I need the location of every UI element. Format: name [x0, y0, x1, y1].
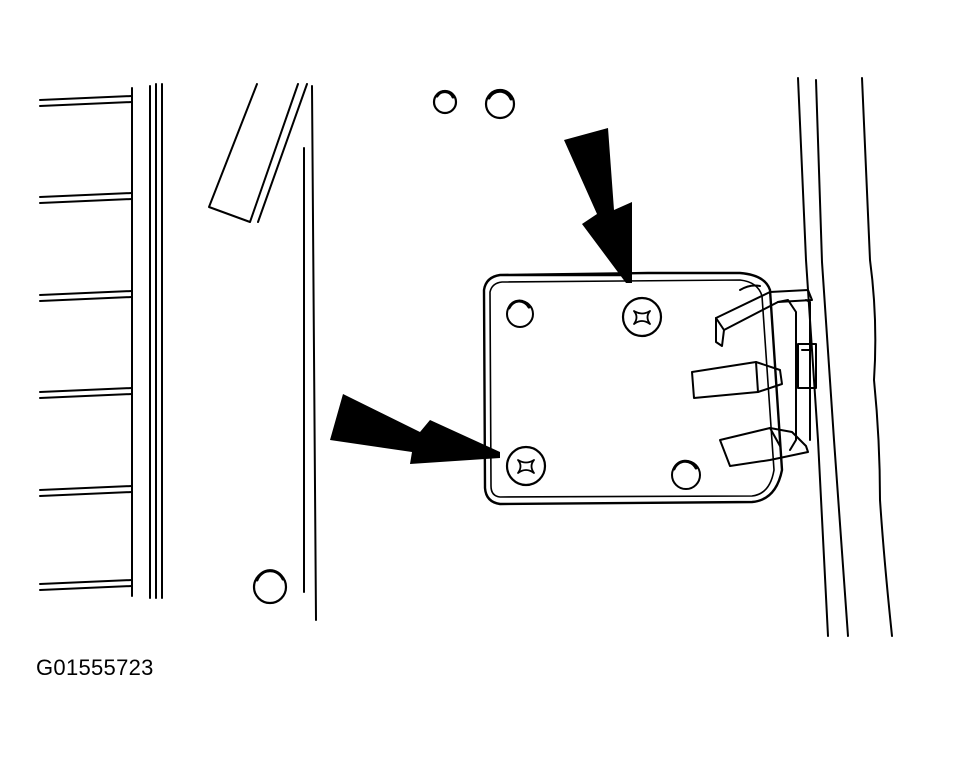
- panel-slats: [39, 95, 133, 591]
- lower-screw: [505, 445, 547, 487]
- upper-screw: [621, 296, 663, 338]
- left-frame-panel: [39, 83, 163, 599]
- latch-plate: [482, 271, 784, 506]
- mounting-holes: [252, 88, 516, 605]
- diagonal-strip: [208, 83, 308, 223]
- middle-panel-edges: [303, 85, 317, 621]
- right-frame: [797, 77, 893, 637]
- callout-arrows: [330, 128, 632, 464]
- latch-mechanism: [691, 284, 817, 467]
- figure-id-label: G01555723: [36, 655, 154, 680]
- upper-screw-arrow: [564, 128, 632, 283]
- lower-screw-arrow: [330, 394, 500, 464]
